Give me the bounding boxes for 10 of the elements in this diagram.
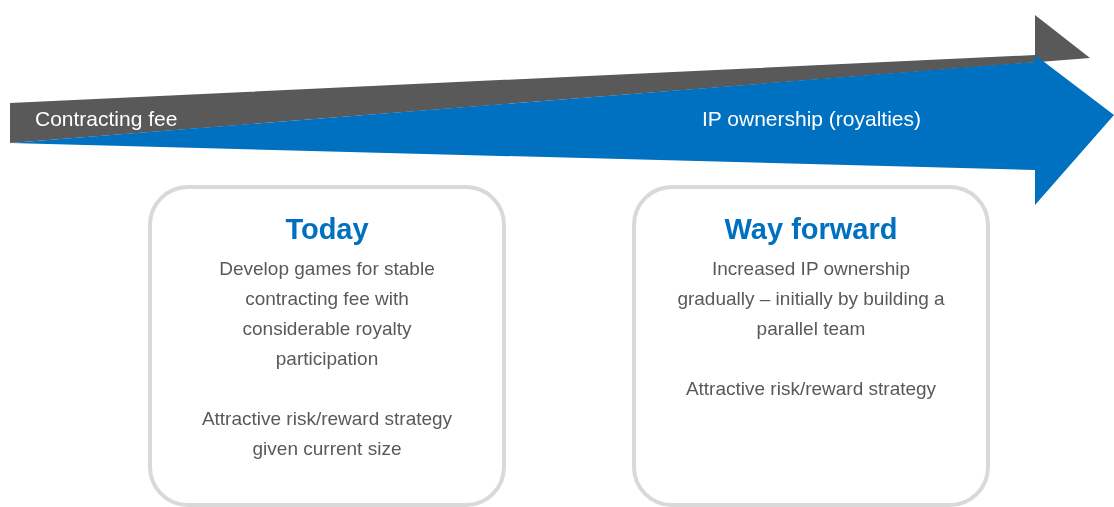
card-text: Attractive risk/reward strategy — [684, 377, 938, 401]
card-text: Attractive risk/reward strategy given current size — [200, 407, 454, 461]
card-heading: Today — [284, 213, 370, 246]
arrow-label: Contracting fee — [35, 107, 178, 131]
card-text: Develop games for stable contracting fee with considerable royalty participation — [218, 257, 436, 371]
rounded-card — [148, 185, 506, 507]
arrow-label: IP ownership (royalties) — [702, 107, 922, 131]
rounded-card — [632, 185, 990, 507]
card-heading: Way forward — [723, 213, 899, 246]
card-text: Increased IP ownership gradually – initially by building a parallel team — [676, 257, 946, 341]
